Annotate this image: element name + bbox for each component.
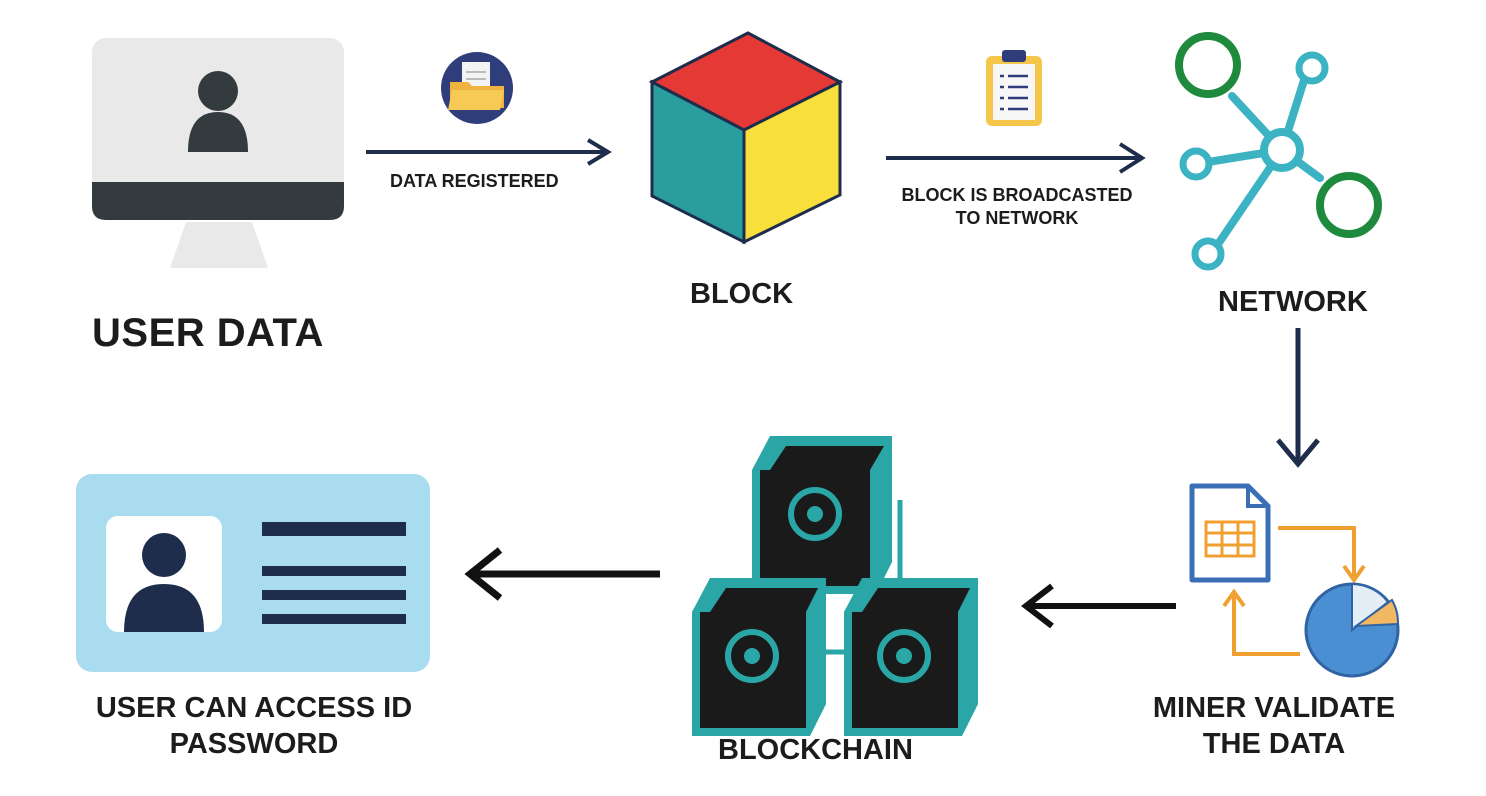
broadcast-line-1: BLOCK IS BROADCASTED <box>901 185 1133 205</box>
folder-document-icon <box>441 52 513 124</box>
user-access-line-1: USER CAN ACCESS ID <box>95 692 413 724</box>
miner-line-1: MINER VALIDATE <box>1152 692 1396 724</box>
cube-icon <box>648 31 844 245</box>
chain-cube-left <box>692 578 826 736</box>
blockchain-label: BLOCKCHAIN <box>718 734 913 766</box>
id-card-icon <box>76 474 430 672</box>
user-access-label: USER CAN ACCESS ID PASSWORD <box>84 690 424 763</box>
chain-cube-top <box>752 436 892 594</box>
network-nodes-icon <box>1175 32 1382 271</box>
broadcast-line-2: TO NETWORK <box>955 207 1079 228</box>
arrow-network-to-miner <box>1276 328 1320 468</box>
miner-line-2: THE DATA <box>1202 728 1346 761</box>
network-label: NETWORK <box>1218 286 1368 318</box>
arrow-data-registered <box>366 138 612 166</box>
blockchain-cubes-icon <box>692 436 978 736</box>
user-access-line-2: PASSWORD <box>169 728 339 761</box>
user-data-label: USER DATA <box>92 311 324 355</box>
clipboard-icon <box>986 50 1042 126</box>
broadcast-label: BLOCK IS BROADCASTED TO NETWORK <box>882 184 1152 229</box>
arrow-blockchain-to-user <box>464 547 660 601</box>
block-label: BLOCK <box>690 278 794 310</box>
arrow-miner-to-blockchain <box>1021 583 1176 629</box>
monitor-user-icon <box>92 38 344 268</box>
chain-cube-right <box>844 578 978 736</box>
arrow-broadcast <box>886 142 1146 174</box>
spreadsheet-chart-icon <box>1189 483 1400 678</box>
miner-label: MINER VALIDATE THE DATA <box>1144 690 1404 763</box>
data-registered-label: DATA REGISTERED <box>390 171 559 191</box>
